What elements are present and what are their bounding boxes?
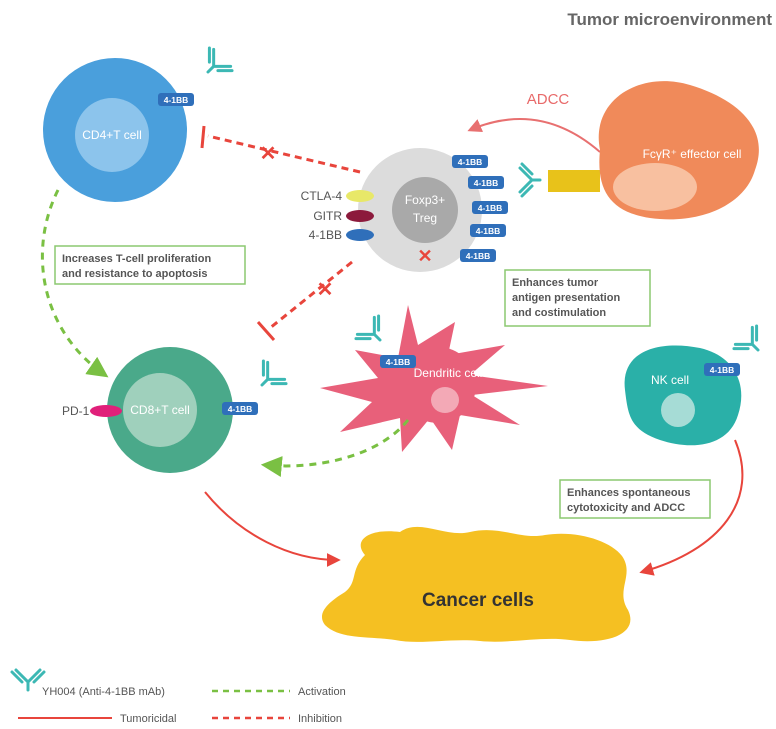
treg-4-1bb-tag-3: 4-1BB bbox=[472, 201, 508, 214]
nk-4-1bb-tag: 4-1BB bbox=[704, 363, 740, 376]
inhibition-bar-cd8 bbox=[256, 321, 276, 341]
cd4-antibody-icon bbox=[195, 45, 235, 85]
proliferation-box: Increases T-cell proliferation and resis… bbox=[54, 245, 246, 285]
proliferation-line2: and resistance to apoptosis bbox=[62, 268, 207, 280]
adcc-label: ADCC bbox=[527, 91, 570, 108]
nk-cell: NK cell bbox=[624, 345, 742, 446]
svg-text:4-1BB: 4-1BB bbox=[466, 251, 491, 261]
svg-text:4-1BB: 4-1BB bbox=[478, 203, 503, 213]
cd4-label: CD4+T cell bbox=[82, 128, 141, 142]
svg-text:4-1BB: 4-1BB bbox=[474, 178, 499, 188]
dendritic-label: Dendritic cell bbox=[414, 366, 483, 380]
antigen-line3: and costimulation bbox=[512, 307, 606, 319]
fc-receptor bbox=[548, 170, 600, 192]
svg-text:4-1BB: 4-1BB bbox=[458, 157, 483, 167]
cancer-label: Cancer cells bbox=[422, 590, 534, 611]
effector-label: FcγR⁺ effector cell bbox=[643, 147, 742, 161]
cytotox-line1: Enhances spontaneous bbox=[567, 487, 690, 499]
treg-label-line2: Treg bbox=[413, 211, 437, 225]
pd1-label: PD-1 bbox=[62, 404, 90, 418]
diagram-title: Tumor microenvironment bbox=[567, 10, 772, 29]
treg-depletion-x: ✕ bbox=[417, 246, 432, 266]
svg-text:4-1BB: 4-1BB bbox=[228, 404, 253, 414]
antigen-box: Enhances tumor antigen presentation and … bbox=[504, 269, 651, 327]
cd8-label: CD8+T cell bbox=[130, 403, 189, 417]
cytotoxicity-box: Enhances spontaneous cytotoxicity and AD… bbox=[559, 479, 711, 519]
cd8-antibody-icon bbox=[249, 358, 289, 398]
bridging-antibody-icon bbox=[518, 162, 542, 198]
tumoricidal-arrow-cd8 bbox=[204, 491, 341, 567]
antigen-line2: antigen presentation bbox=[512, 292, 620, 304]
treg-4-1bb-receptor-label: 4-1BB bbox=[309, 228, 342, 242]
treg-receptors: CTLA-4 GITR 4-1BB bbox=[301, 189, 374, 242]
dendritic-cell: Dendritic cell bbox=[320, 305, 548, 452]
svg-text:4-1BB: 4-1BB bbox=[476, 226, 501, 236]
dendritic-4-1bb-tag: 4-1BB bbox=[380, 355, 416, 368]
cancer-cells: Cancer cells bbox=[321, 526, 631, 642]
legend-activation-label: Activation bbox=[298, 686, 346, 698]
inhibition-x-cd8: ✕ bbox=[317, 279, 334, 301]
dendritic-antibody-icon bbox=[353, 313, 393, 353]
legend-antibody-label: YH004 (Anti-4-1BB mAb) bbox=[42, 686, 165, 698]
inhibition-line-cd4 bbox=[207, 134, 361, 174]
nk-label: NK cell bbox=[651, 373, 689, 387]
antigen-line1: Enhances tumor bbox=[512, 277, 599, 289]
tumoricidal-arrow-nk bbox=[639, 439, 744, 576]
gitr-label: GITR bbox=[313, 209, 342, 223]
legend-antibody-icon bbox=[10, 668, 46, 692]
cytotox-line2: cytotoxicity and ADCC bbox=[567, 502, 685, 514]
cd8-4-1bb-tag: 4-1BB bbox=[222, 402, 258, 415]
treg-4-1bb-tag-4: 4-1BB bbox=[470, 224, 506, 237]
treg-4-1bb-tag-2: 4-1BB bbox=[468, 176, 504, 189]
activation-arrow-dc-cd8 bbox=[260, 419, 410, 477]
inhibition-x-cd4: ✕ bbox=[260, 143, 277, 165]
pd1-receptor bbox=[90, 405, 122, 417]
treg-label-line1: Foxp3+ bbox=[405, 193, 445, 207]
effector-cell: FcγR⁺ effector cell bbox=[598, 81, 759, 220]
adcc-arrow bbox=[467, 118, 601, 153]
svg-text:4-1BB: 4-1BB bbox=[164, 95, 189, 105]
proliferation-line1: Increases T-cell proliferation bbox=[62, 253, 211, 265]
cd4-4-1bb-tag: 4-1BB bbox=[158, 93, 194, 106]
inhibition-bar-cd4 bbox=[200, 125, 206, 149]
svg-text:4-1BB: 4-1BB bbox=[386, 357, 411, 367]
inhibition-line-cd8 bbox=[269, 260, 353, 330]
legend-inhibition-label: Inhibition bbox=[298, 713, 342, 725]
legend-tumoricidal-label: Tumoricidal bbox=[120, 713, 176, 725]
treg-4-1bb-tag-5: 4-1BB bbox=[460, 249, 496, 262]
nk-antibody-icon bbox=[731, 323, 771, 363]
cd8-t-cell: CD8+T cell bbox=[107, 347, 233, 473]
legend: YH004 (Anti-4-1BB mAb) Activation Tumori… bbox=[10, 668, 346, 725]
treg-4-1bb-tag-1: 4-1BB bbox=[452, 155, 488, 168]
ctla4-label: CTLA-4 bbox=[301, 189, 343, 203]
svg-text:4-1BB: 4-1BB bbox=[710, 365, 735, 375]
cd4-t-cell: CD4+T cell bbox=[43, 58, 187, 202]
treg-cell: Foxp3+ Treg ✕ bbox=[358, 148, 482, 272]
